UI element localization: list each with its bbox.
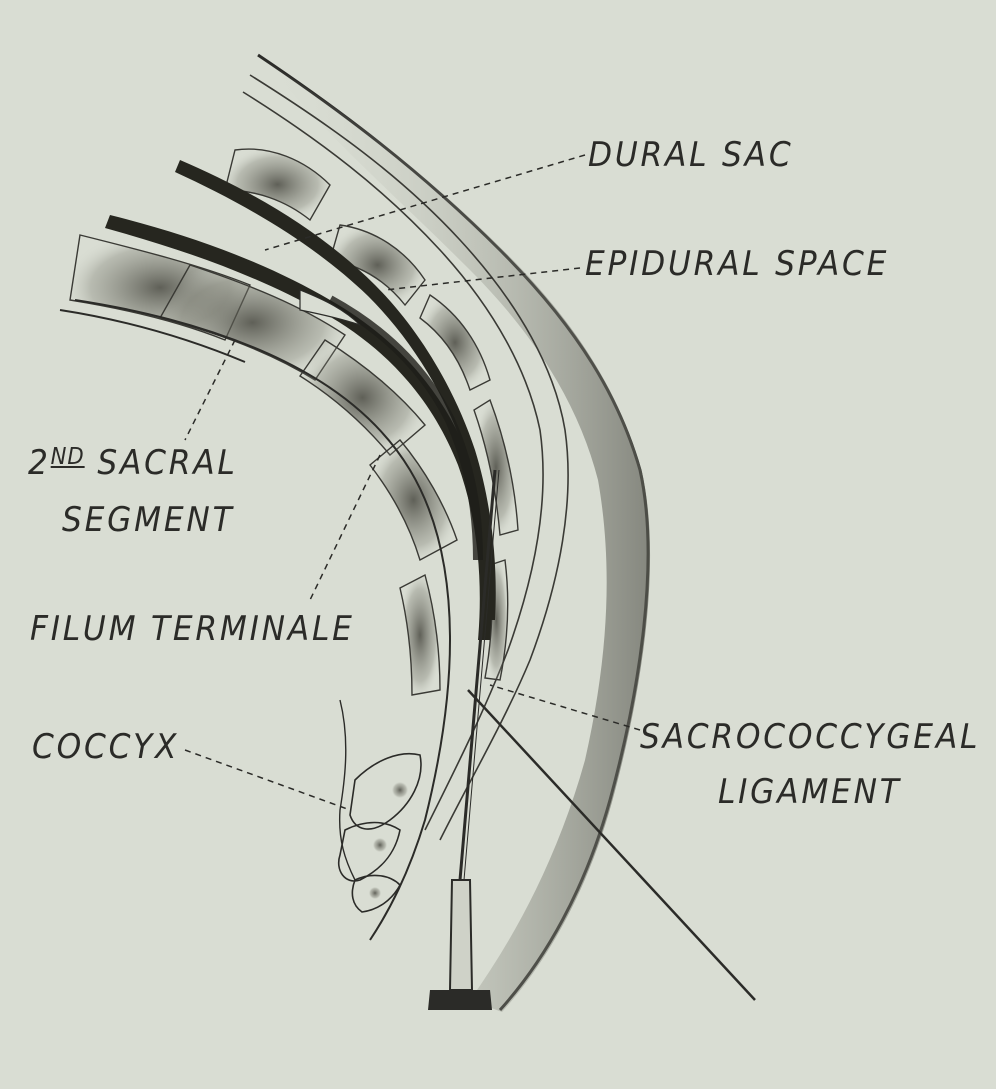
- label-sacrococcygeal: SACROCOCCYGEAL: [640, 720, 980, 754]
- needle: [428, 470, 499, 1010]
- leader-coccyx: [185, 750, 350, 810]
- leader-second-sacral: [185, 340, 235, 440]
- label-epidural-space: EPIDURAL SPACE: [585, 247, 889, 281]
- label-second-sacral-number: 2: [28, 443, 51, 483]
- label-coccyx: COCCYX: [32, 730, 179, 764]
- label-segment: SEGMENT: [62, 503, 234, 537]
- coccyx-segments: [339, 700, 421, 912]
- label-dural-sac: DURAL SAC: [588, 138, 793, 172]
- label-second-sacral-segment: 2ND SACRAL: [28, 446, 238, 480]
- leader-filum-terminale: [310, 455, 380, 600]
- label-ligament: LIGAMENT: [718, 775, 902, 809]
- label-second-sacral-superscript: ND: [51, 444, 85, 470]
- label-second-sacral-word: SACRAL: [85, 443, 238, 483]
- label-filum-terminale: FILUM TERMINALE: [30, 612, 355, 646]
